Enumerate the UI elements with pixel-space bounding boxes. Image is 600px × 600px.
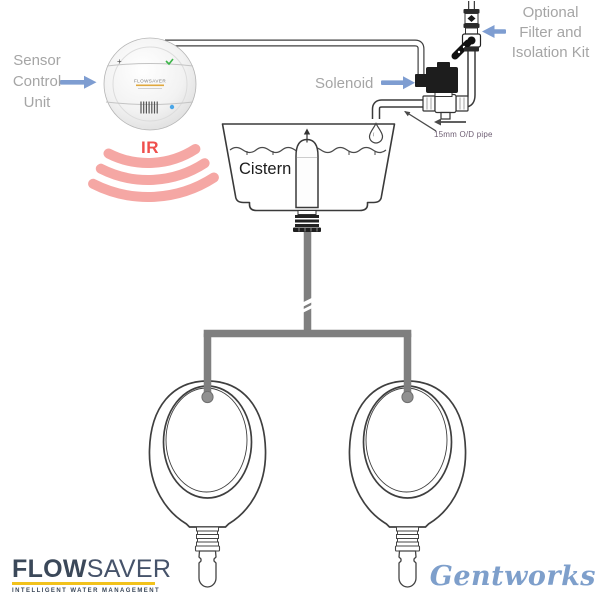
urinal-right (348, 380, 467, 588)
optional-label-line2: Filter and (519, 24, 582, 41)
gentworks-logo: Gentworks (429, 561, 596, 592)
siphon-arrow-up-icon (303, 128, 311, 143)
logo-flow-text: FLOW (12, 555, 87, 583)
optional-label-line1: Optional (522, 4, 579, 21)
solenoid-valve (415, 62, 458, 97)
blue-led-icon (169, 104, 175, 110)
device-plus-mark: + (117, 57, 122, 66)
cistern-assembly (221, 123, 396, 232)
speaker-grille-icon (140, 101, 158, 114)
filter-arrow-left-icon (482, 25, 506, 38)
sensor-label-line1: Sensor (13, 52, 61, 69)
sensor-label-line3: Unit (23, 94, 51, 111)
device-brand-underline (136, 84, 164, 87)
ir-label: IR (141, 138, 159, 157)
water-drop-icon (368, 122, 384, 144)
siphon-dome (295, 138, 319, 209)
cistern-label: Cistern (239, 160, 292, 178)
pipe-annotation-arrows (404, 110, 466, 132)
tee-fitting (422, 93, 469, 120)
filter-isolation-kit (451, 1, 482, 60)
optional-kit-label: Optional Filter and Isolation Kit (502, 3, 599, 63)
sensor-control-unit-label: Sensor Control Unit (4, 50, 70, 113)
ir-signal-arcs-icon (88, 144, 219, 202)
sensor-control-unit-device: + FLOWSAVER (103, 37, 197, 131)
cable-connector (415, 74, 428, 87)
solenoid-arrow-right-icon (381, 76, 415, 90)
sensor-label-line2: Control (12, 73, 62, 90)
logo-saver-text: SAVER (86, 555, 172, 583)
solenoid-label: Solenoid (315, 75, 374, 92)
sensor-arrow-right-icon (60, 75, 97, 89)
callout-arrows (60, 25, 506, 90)
device-brand-text: FLOWSAVER (134, 79, 166, 84)
cistern-outlet-fitting (293, 210, 321, 232)
logo-underline-bar (12, 582, 155, 586)
sensor-cable (165, 39, 425, 74)
green-led-icon (165, 58, 174, 66)
pipe-size-label: 15mm O/D pipe (434, 130, 493, 139)
logo-tagline: INTELLIGENT WATER MANAGEMENT (12, 588, 161, 594)
valve-lever (451, 39, 472, 60)
flowsaver-logo: FLOWSAVER (12, 555, 171, 584)
flush-pipework (201, 229, 414, 404)
optional-label-line3: Isolation Kit (511, 44, 590, 61)
